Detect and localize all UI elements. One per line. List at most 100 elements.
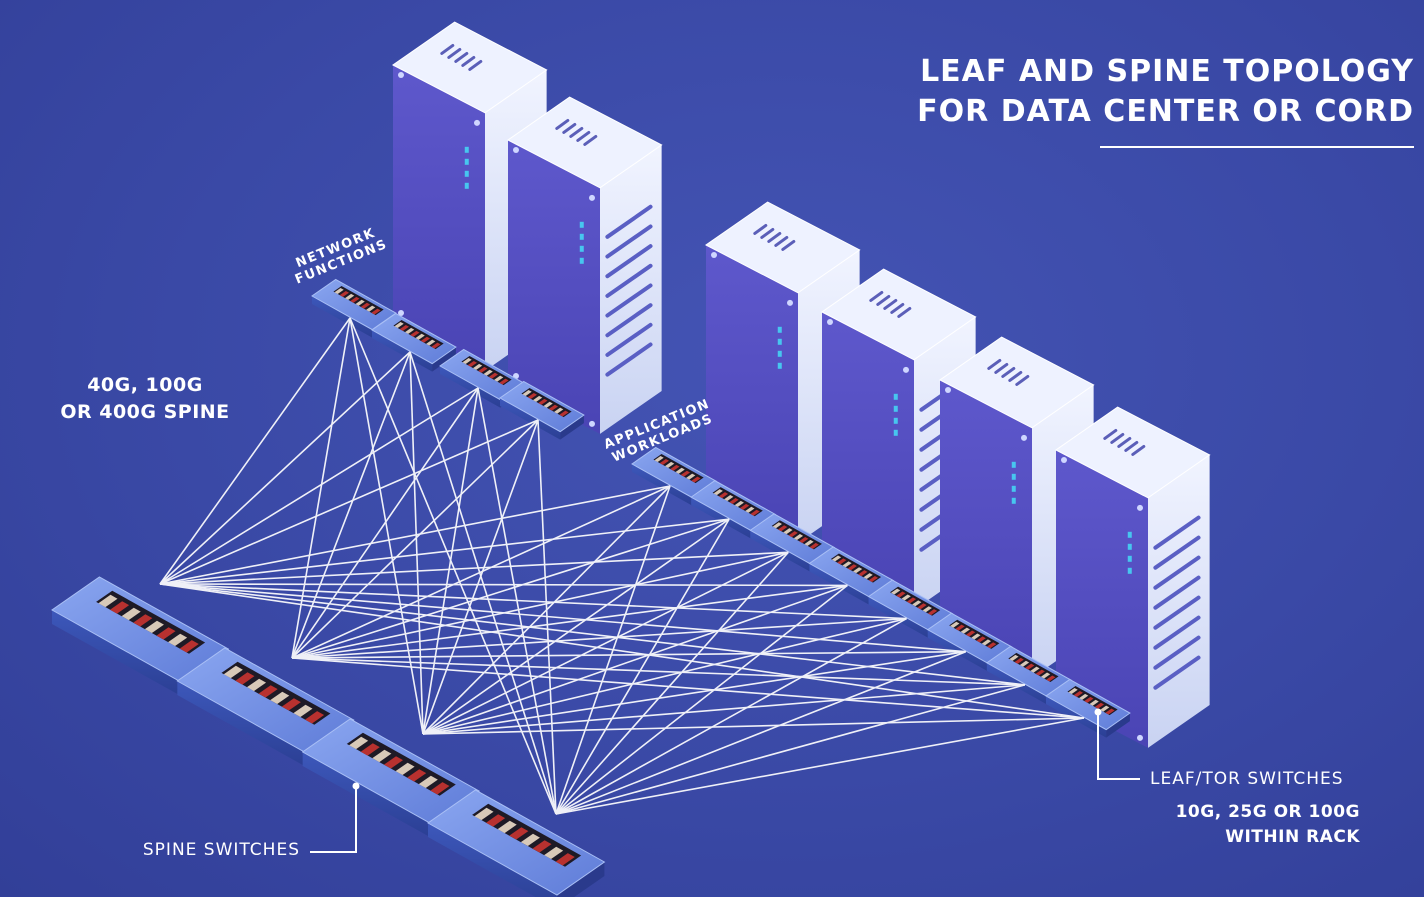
server-front xyxy=(508,140,600,434)
server-screw xyxy=(787,299,793,306)
server-vent-slot xyxy=(876,294,891,306)
switch-port xyxy=(799,536,809,543)
server-vent-slot xyxy=(569,126,584,138)
server-led xyxy=(579,245,584,252)
server-vent-slot xyxy=(440,43,455,55)
switch-port xyxy=(981,639,992,646)
leaf-switches-label: LEAF/TOR SWITCHES xyxy=(1150,769,1344,789)
switch-port xyxy=(281,698,301,711)
leaf-switch-front xyxy=(312,296,373,338)
switch-port xyxy=(532,840,552,853)
switch-port xyxy=(966,630,976,637)
leaf-switch-side xyxy=(560,415,584,440)
server-vent-slot xyxy=(1015,374,1030,386)
switch-port xyxy=(831,555,842,562)
switch-port xyxy=(1040,672,1051,679)
switch-port xyxy=(853,567,863,574)
switch-port xyxy=(745,506,755,513)
server-louver xyxy=(1153,535,1201,570)
switch-port xyxy=(133,614,153,627)
switch-port xyxy=(868,576,879,582)
link-line xyxy=(159,485,671,585)
switch-port xyxy=(339,290,349,297)
link-line xyxy=(159,518,730,585)
server-led xyxy=(893,417,898,424)
link-line xyxy=(159,583,966,653)
switch-port xyxy=(462,358,472,364)
leaf-switch xyxy=(631,446,717,506)
switch-port xyxy=(971,633,981,640)
leaf-switch-top xyxy=(1045,678,1131,731)
spine-switch-top xyxy=(427,789,606,896)
switch-port xyxy=(1068,688,1078,694)
switch-port xyxy=(247,678,267,692)
server-vent-slot xyxy=(1131,444,1146,456)
switch-port xyxy=(912,600,922,607)
link-line xyxy=(291,617,907,659)
server-led xyxy=(464,182,469,189)
spine-switch-top xyxy=(176,647,355,754)
server-vent-slot xyxy=(1124,440,1139,452)
link-line xyxy=(159,583,907,620)
switch-port xyxy=(842,561,852,568)
leaf-speed-line-1: 10G, 25G OR 100G xyxy=(1175,802,1360,822)
server-screw xyxy=(827,319,833,325)
leaf-switch-front xyxy=(632,464,693,506)
server-led xyxy=(777,338,782,345)
switch-port xyxy=(778,525,788,532)
server-led xyxy=(893,429,898,436)
server-louver xyxy=(605,244,653,279)
link-line xyxy=(159,317,351,585)
leaf-callout-dot xyxy=(1094,708,1102,716)
switch-port xyxy=(809,542,819,549)
switch-port xyxy=(793,534,804,541)
server-led xyxy=(1011,461,1016,468)
switch-port xyxy=(98,594,118,608)
link-line xyxy=(537,419,557,815)
server-vent-slot xyxy=(1117,436,1132,448)
server-front xyxy=(706,245,798,543)
server-louver xyxy=(605,263,653,298)
switch-port xyxy=(235,672,255,685)
switch-port xyxy=(713,489,723,496)
switch-port xyxy=(355,299,365,306)
switch-port xyxy=(788,531,798,538)
switch-port xyxy=(431,342,441,349)
leaf-switch-front xyxy=(500,398,561,440)
server-louver xyxy=(605,283,653,318)
leaf-switch-top xyxy=(499,380,585,433)
link-mesh xyxy=(159,317,1085,815)
server-vent-slot xyxy=(767,231,782,243)
server-louver xyxy=(1153,515,1201,550)
server-led xyxy=(777,362,782,369)
switch-port xyxy=(987,642,997,649)
switch-port xyxy=(675,467,685,474)
server-louver xyxy=(1153,575,1201,610)
spine-switch-top xyxy=(51,576,230,683)
spine-callout-dot xyxy=(352,782,360,790)
leaf-switch xyxy=(311,278,397,338)
link-line xyxy=(555,717,1085,815)
server-led xyxy=(1127,567,1132,574)
switch-port xyxy=(554,407,564,414)
leaf-speed-label: 10G, 25G OR 100G WITHIN RACK xyxy=(1120,800,1360,850)
switch-port xyxy=(467,360,477,367)
link-line xyxy=(409,351,424,735)
server-vent-slot xyxy=(555,118,570,130)
switch-port xyxy=(499,378,509,385)
server-vent-slot xyxy=(987,358,1002,370)
server-side xyxy=(600,144,662,434)
server-led xyxy=(893,405,898,412)
switch-port xyxy=(407,769,427,782)
switch-port xyxy=(734,500,744,507)
leaf-callout-line xyxy=(1097,712,1140,780)
server-louver xyxy=(605,224,653,259)
server-top xyxy=(939,336,1095,429)
switch-port xyxy=(334,288,344,294)
spine-switch-front xyxy=(302,752,432,838)
link-line xyxy=(291,419,539,659)
link-line xyxy=(422,617,907,735)
server-louver xyxy=(605,342,653,377)
